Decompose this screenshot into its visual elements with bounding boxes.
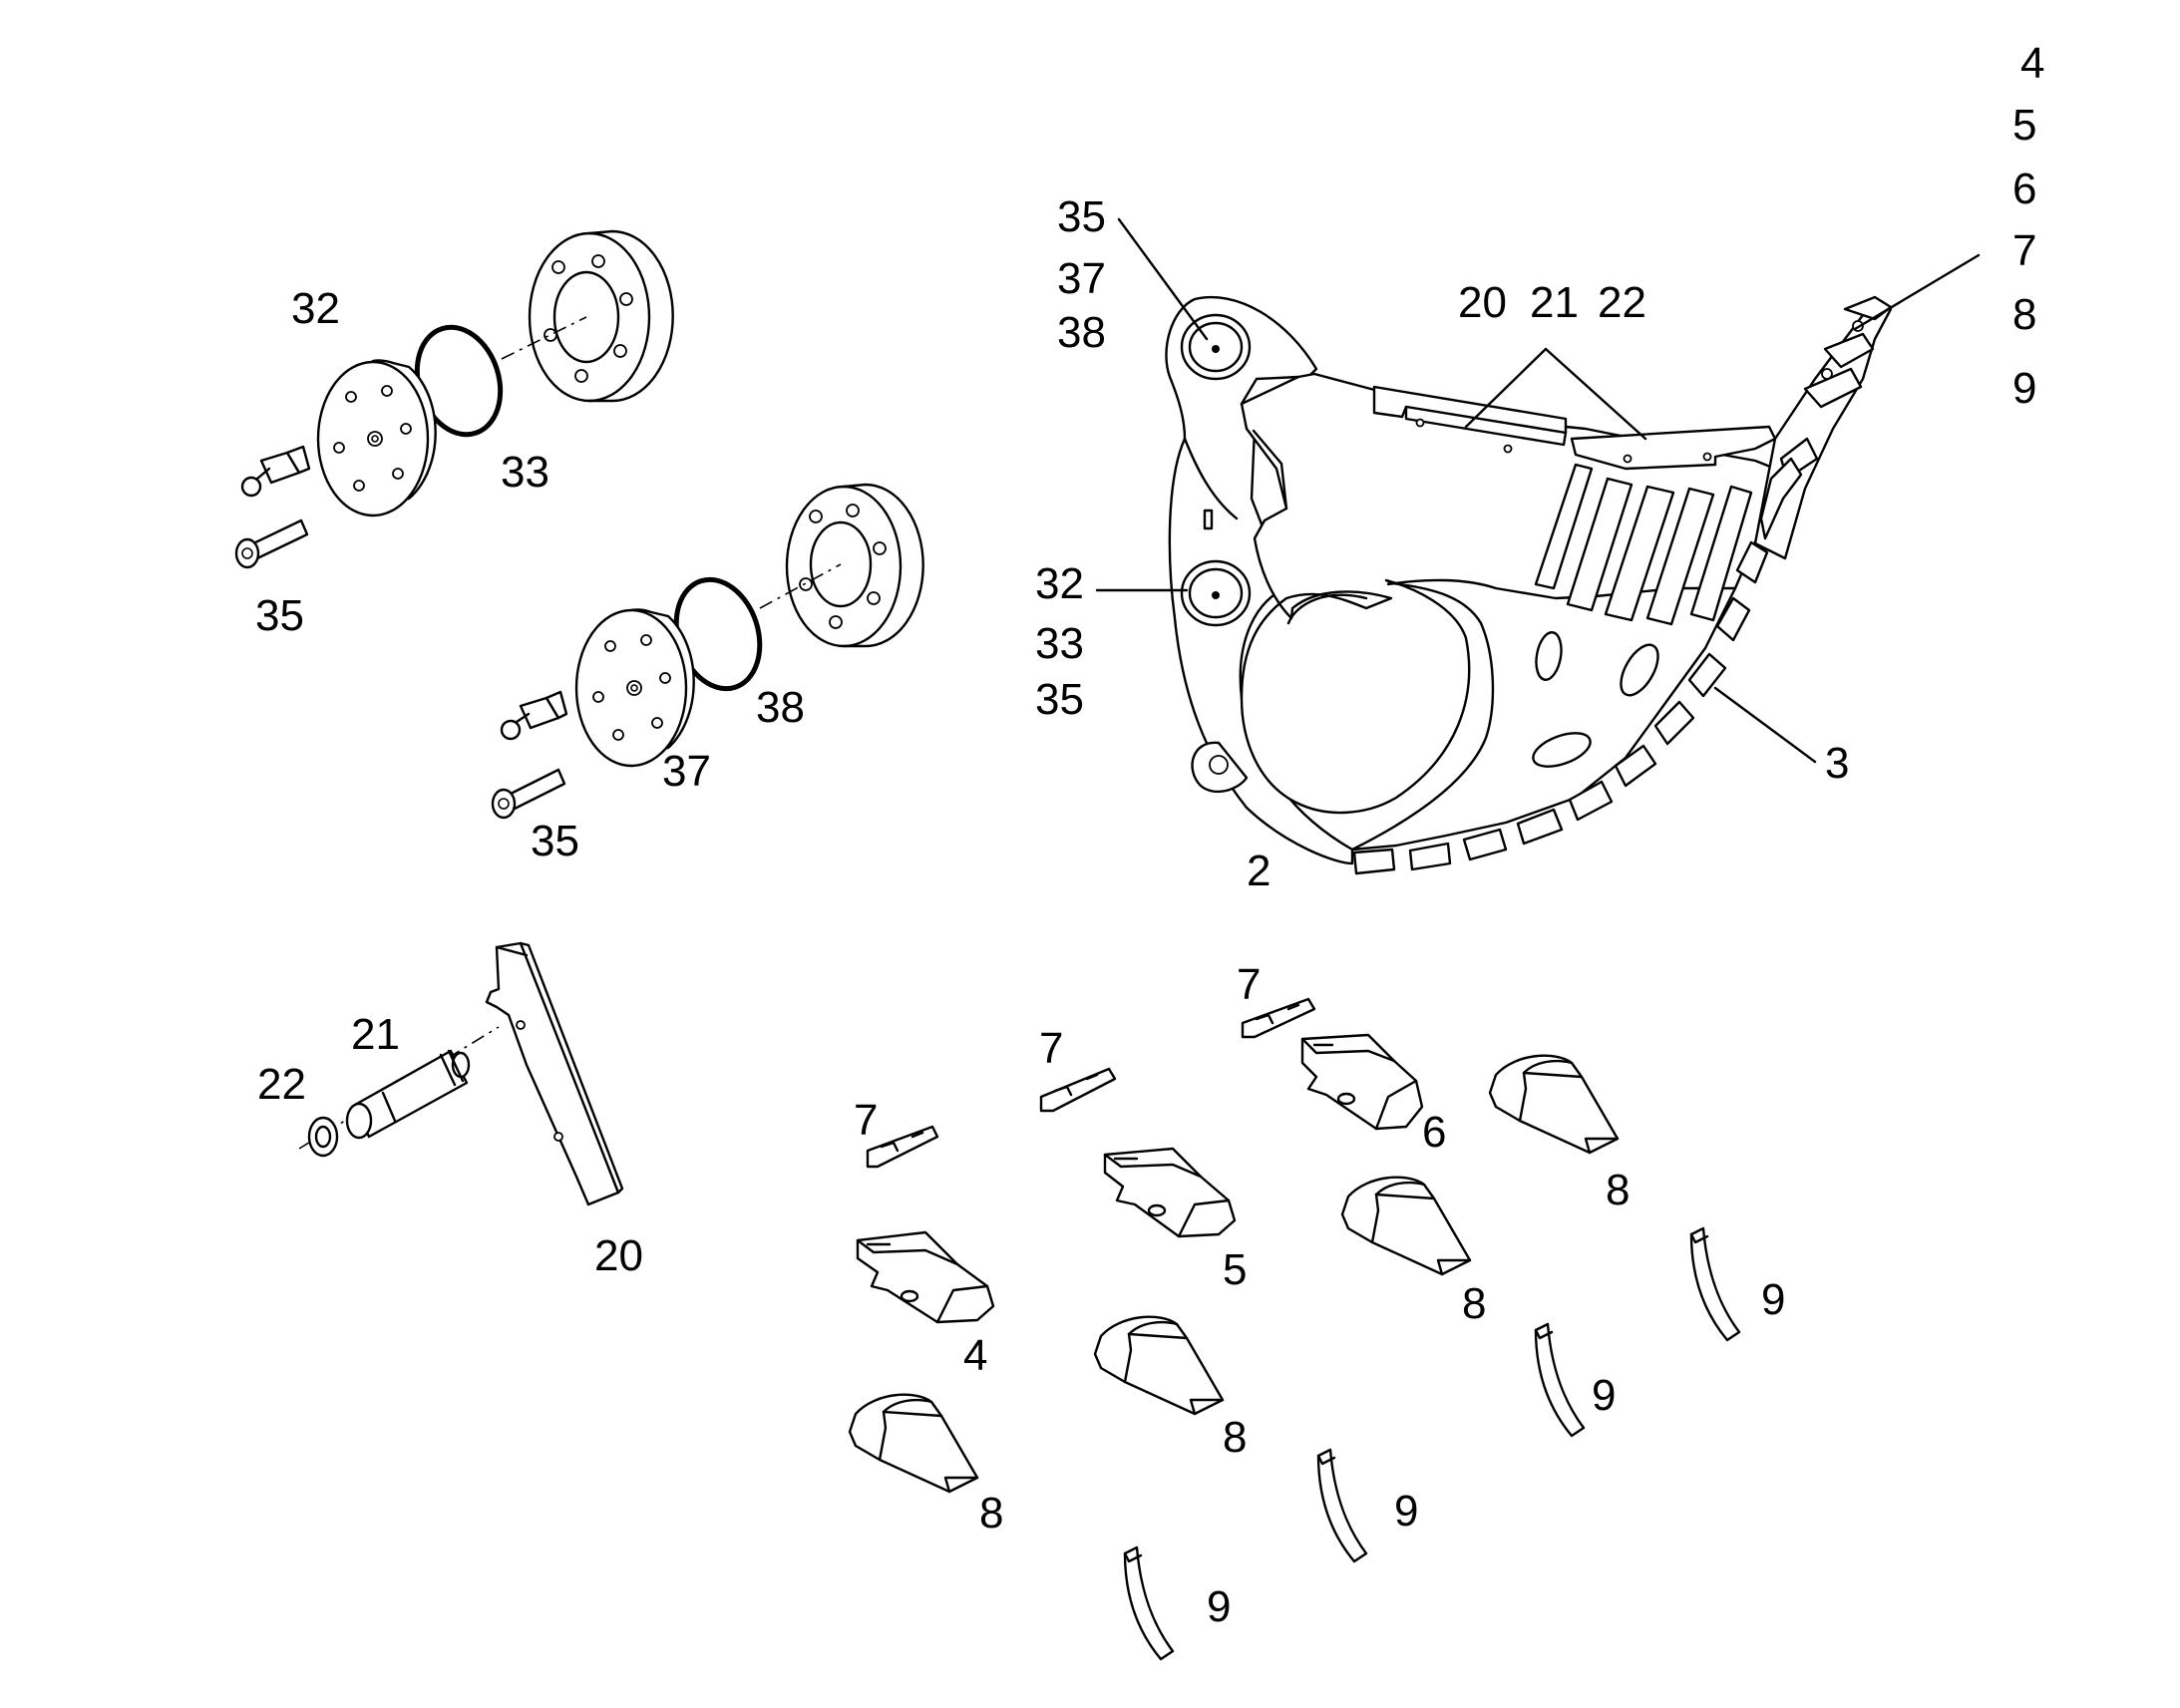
lock-7-right	[1241, 997, 1316, 1039]
callout-pin-top-35: 35	[1057, 192, 1106, 241]
pin-boss-lower	[1180, 559, 1252, 627]
callout-adapter-5: 5	[1223, 1245, 1247, 1294]
callout-lock-7-mid: 7	[1039, 1024, 1063, 1073]
callout-adapter-4: 4	[963, 1331, 987, 1380]
bottom-tooth-adapters	[1352, 540, 1769, 875]
bucket-shell	[1240, 372, 1777, 852]
clip-9-b	[1534, 1322, 1586, 1438]
pin-kit-lower	[491, 483, 924, 820]
bolt-lower	[491, 768, 566, 820]
callout-bolt-lower-35: 35	[531, 817, 579, 865]
side-cutters	[1372, 385, 1777, 471]
callout-bolt-upper-35: 35	[255, 591, 304, 640]
callout-cutter-20: 20	[594, 1231, 643, 1280]
side-tooth-stack	[1753, 295, 1893, 560]
clip-9-c	[1316, 1448, 1368, 1563]
callout-pin-lower-33: 33	[1035, 619, 1084, 668]
callout-bucket-2: 2	[1247, 847, 1271, 895]
callout-clip-9-b: 9	[1592, 1371, 1616, 1420]
callout-tooth-8-b: 8	[1462, 1279, 1486, 1328]
callout-clip-9-d: 9	[1207, 1582, 1231, 1631]
callout-column-4: 4	[2020, 39, 2044, 88]
grease-nipple-upper	[240, 445, 311, 498]
side-cutter-20	[485, 941, 624, 1206]
grease-nipple-lower	[500, 690, 568, 741]
bucket-assembly	[1165, 295, 1893, 875]
callout-column-7: 7	[2012, 226, 2036, 275]
callout-tooth-8-a: 8	[1606, 1166, 1630, 1214]
callout-pin-lower-35: 35	[1035, 675, 1084, 724]
callout-labels: 4 5 6 7 8 9 35 37 38 32 33 35 20 21 22 2…	[255, 39, 2044, 1631]
callout-clip-9-c: 9	[1394, 1487, 1418, 1536]
callout-pin-top-37: 37	[1057, 254, 1106, 303]
callout-clip-9-a: 9	[1761, 1275, 1785, 1324]
pin-kit-upper	[234, 229, 674, 569]
callout-column-9: 9	[2012, 364, 2036, 413]
callout-group-21: 21	[1530, 278, 1579, 327]
clip-9-d	[1123, 1545, 1175, 1661]
callout-tooth-8-c: 8	[1223, 1413, 1247, 1462]
shim-plate-upper	[316, 359, 437, 517]
callout-column-6: 6	[2012, 165, 2036, 213]
callout-lock-7-left: 7	[854, 1096, 878, 1145]
bucket-lug	[1191, 741, 1249, 794]
callout-column-8: 8	[2012, 290, 2036, 339]
pin-boss-top	[1180, 313, 1252, 381]
callout-adapters-3: 3	[1825, 739, 1849, 788]
adapter-6	[1300, 1033, 1424, 1131]
lock-7-mid	[1039, 1067, 1117, 1113]
adapter-4	[856, 1230, 995, 1324]
washer-22	[307, 1116, 339, 1158]
callout-washer-22: 22	[257, 1060, 306, 1109]
callout-oring-lower-38: 38	[756, 683, 805, 732]
callout-group-20: 20	[1458, 278, 1507, 327]
callout-oring-upper-33: 33	[501, 448, 549, 497]
callout-pin-lower-32: 32	[1035, 559, 1084, 608]
callout-group-22: 22	[1598, 278, 1646, 327]
boss-ring-lower	[785, 483, 924, 648]
bolt-upper	[234, 518, 309, 569]
bucket-slot	[1203, 509, 1214, 530]
bucket-floor-holes	[1532, 631, 1659, 768]
callout-pin-21: 21	[351, 1010, 400, 1059]
tooth-8-a	[1488, 1054, 1620, 1155]
clip-9-a	[1689, 1226, 1741, 1342]
callout-adapter-6: 6	[1422, 1108, 1446, 1157]
callout-shim-upper-32: 32	[291, 284, 340, 333]
tooth-parts	[848, 997, 1741, 1661]
lock-7-left	[866, 1125, 939, 1169]
callout-pin-top-38: 38	[1057, 308, 1106, 357]
leader-lines	[1095, 217, 1981, 764]
side-cutter-detail	[298, 941, 624, 1206]
tooth-8-d	[848, 1393, 979, 1494]
adapter-5	[1103, 1147, 1237, 1238]
shim-plate-lower	[574, 608, 695, 768]
callout-lock-7-right: 7	[1237, 960, 1261, 1009]
callout-shim-lower-37: 37	[662, 747, 711, 796]
callout-column-5: 5	[2012, 101, 2036, 150]
tooth-8-c	[1093, 1315, 1225, 1416]
boss-ring-upper	[528, 229, 674, 403]
callout-tooth-8-d: 8	[979, 1489, 1003, 1537]
tooth-8-b	[1340, 1176, 1472, 1276]
pin-21	[345, 1049, 471, 1140]
wear-strips	[1534, 463, 1753, 626]
